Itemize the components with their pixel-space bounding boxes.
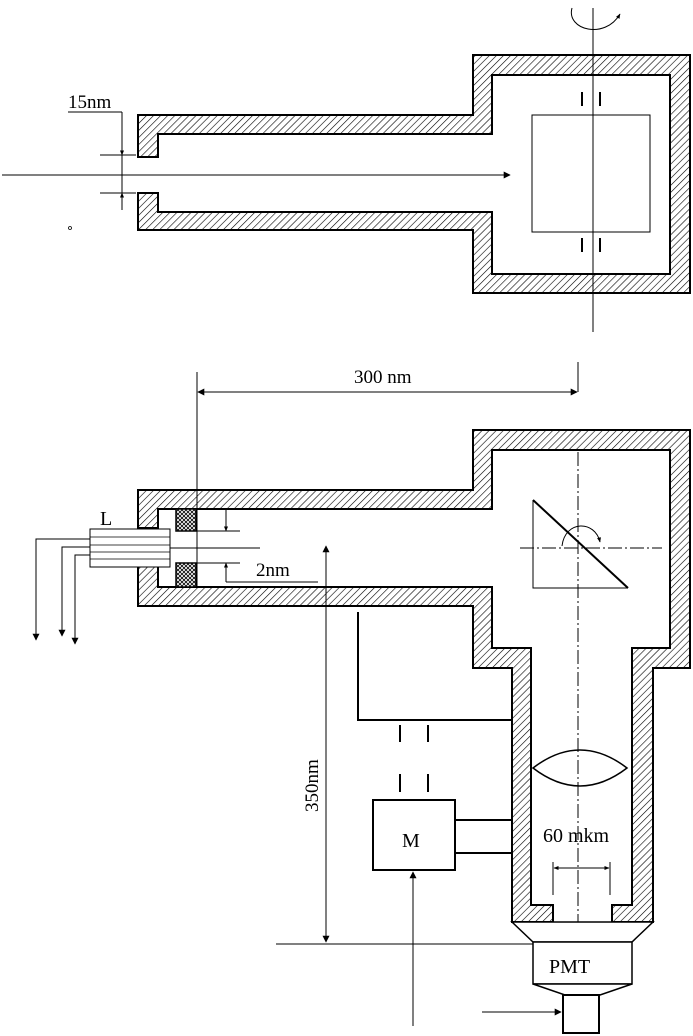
slit-dimension — [180, 510, 318, 583]
top-rotation-axis — [581, 8, 601, 332]
rotating-sample — [532, 499, 629, 589]
length-dimension-label: 300 nm — [354, 367, 412, 388]
aperture-label: 60 mkm — [543, 825, 610, 847]
height-dimension — [276, 545, 540, 945]
stray-dot — [68, 226, 72, 230]
sample-rotation-arrow-icon — [561, 525, 601, 547]
motor-box — [372, 799, 456, 871]
top-rotation-arrow-icon — [570, 7, 621, 30]
height-dimension-label: 350nm — [302, 759, 323, 812]
top-gap-label: 15nm — [68, 92, 112, 113]
slit-block-upper — [175, 508, 197, 532]
bottom-cell-housing — [137, 429, 691, 923]
focusing-lens — [531, 749, 629, 787]
source-leads — [32, 538, 90, 645]
length-dimension — [196, 362, 579, 588]
pmt-label: PMT — [549, 956, 590, 978]
top-cell-housing — [137, 54, 691, 294]
pmt-detector — [510, 921, 655, 1034]
slit-dimension-label: 2nm — [256, 560, 290, 581]
top-gap-dimension — [68, 111, 136, 210]
slit-block-lower — [175, 562, 197, 588]
top-sample-cuvette — [531, 114, 651, 233]
motor-drive — [357, 612, 512, 854]
motor-label: M — [402, 830, 420, 852]
light-source — [89, 528, 171, 568]
aperture-dimension — [552, 862, 611, 895]
light-source-label: L — [100, 508, 112, 530]
